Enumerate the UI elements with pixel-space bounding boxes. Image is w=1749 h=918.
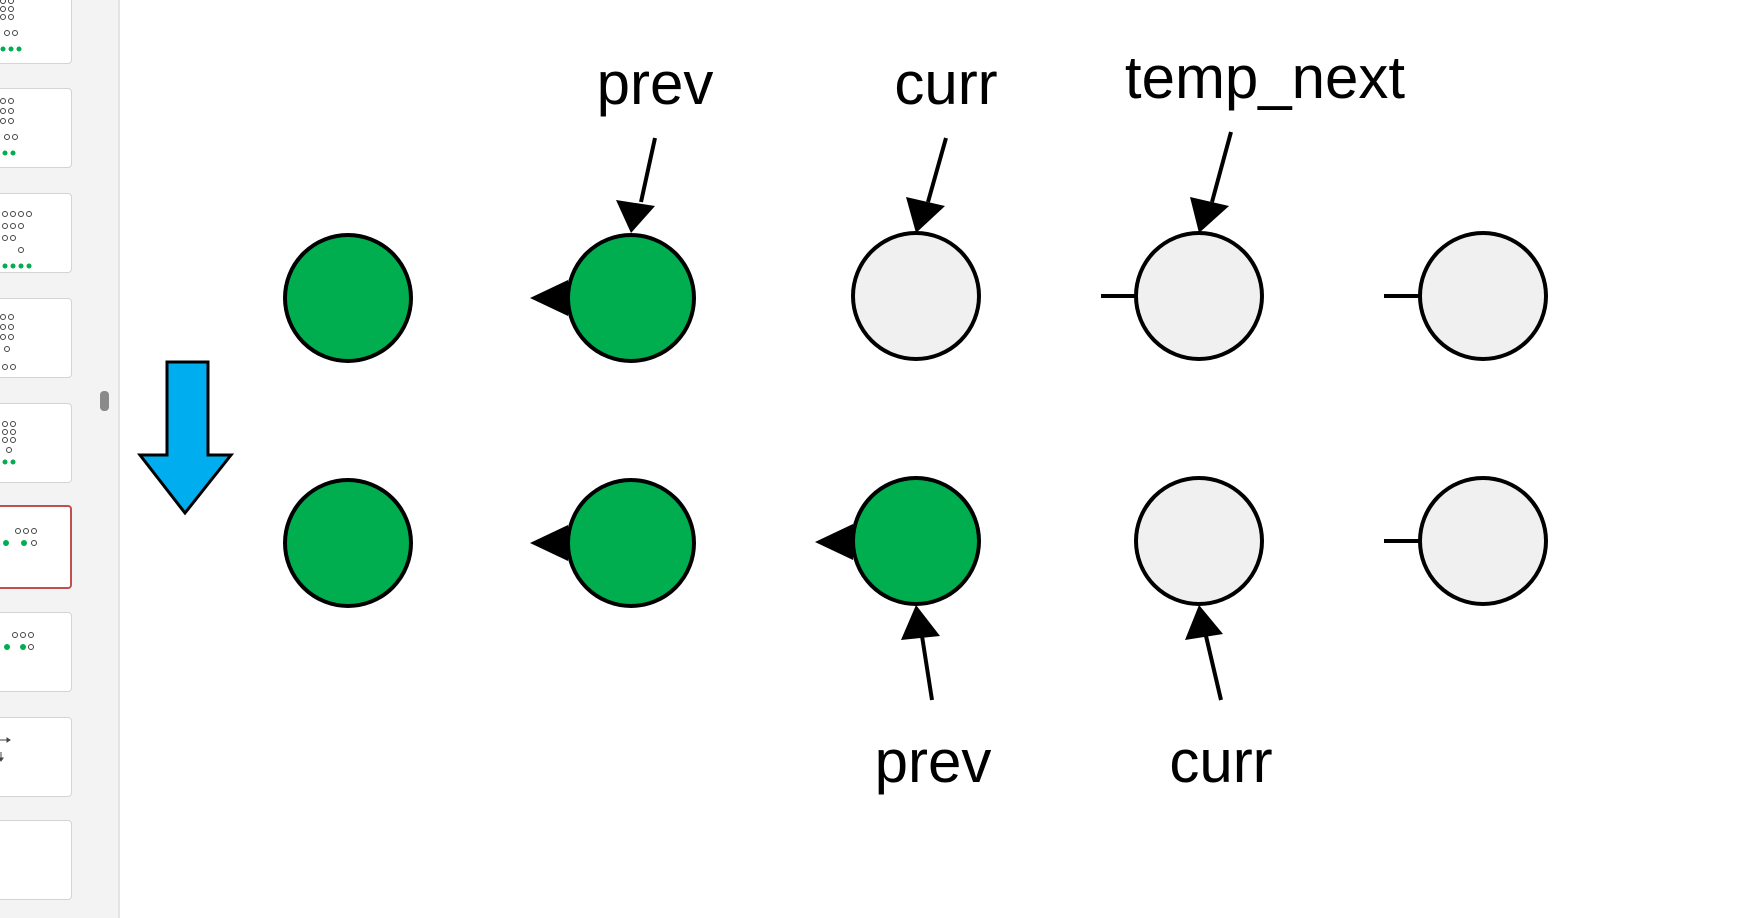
- arrowhead: [530, 280, 568, 316]
- arrowhead: [815, 524, 853, 560]
- node-pending: [851, 231, 981, 361]
- top-row-pointers: [616, 131, 1233, 233]
- pointer-arrow-temp-next: [1210, 131, 1233, 203]
- node-reversed: [566, 478, 696, 608]
- slide-thumbnail[interactable]: [0, 820, 72, 900]
- thumbnail-scrollbar-thumb[interactable]: [100, 391, 109, 411]
- node-reversed: [566, 233, 696, 363]
- bottom-row-pointers: [901, 605, 1223, 701]
- slide-thumbnail-preview: [4, 632, 34, 650]
- node-pending: [1418, 476, 1548, 606]
- slide-thumbnail-preview: [0, 0, 22, 52]
- node-reversed: [283, 478, 413, 608]
- slide-thumbnail-preview: [0, 98, 18, 156]
- panel-divider[interactable]: [118, 0, 120, 918]
- slide-thumbnail[interactable]: [0, 298, 72, 378]
- node-reversed: [283, 233, 413, 363]
- slide-thumbnail[interactable]: [0, 612, 72, 692]
- label-prev-top: prev: [597, 50, 714, 117]
- slide-thumbnail[interactable]: [0, 0, 72, 64]
- slide-thumbnail[interactable]: [0, 193, 72, 273]
- node-pending: [1134, 476, 1264, 606]
- pointer-arrow-prev: [639, 137, 657, 203]
- top-row-nodes: [283, 231, 1548, 363]
- arrowhead: [530, 525, 568, 561]
- slide-thumbnail[interactable]: [0, 717, 72, 797]
- slide-thumbnail-active[interactable]: [0, 505, 72, 589]
- slide-thumbnail-preview: [3, 528, 37, 546]
- slide-thumbnail-panel: [0, 0, 118, 918]
- arrowhead: [906, 197, 945, 233]
- label-curr-bottom: curr: [1169, 728, 1272, 795]
- slide-canvas: prev curr temp_next pre: [120, 0, 1749, 918]
- arrowhead: [1190, 197, 1229, 233]
- bottom-row-nodes: [283, 476, 1548, 608]
- arrowhead: [1185, 605, 1223, 640]
- linked-list-diagram: prev curr temp_next pre: [136, 44, 1548, 795]
- node-reversed: [851, 476, 981, 606]
- node-pending: [1134, 231, 1264, 361]
- label-temp-next-top: temp_next: [1125, 44, 1405, 111]
- arrowhead: [616, 200, 655, 233]
- slide-thumbnail-preview: [2, 211, 32, 269]
- slide-thumbnail-preview: [0, 737, 11, 762]
- arrowhead: [901, 605, 940, 640]
- slide-thumbnail[interactable]: [0, 403, 72, 483]
- pointer-arrow-curr: [926, 137, 948, 203]
- pointer-arrow-prev: [920, 635, 934, 701]
- slide-thumbnail-preview: [2, 421, 16, 465]
- slide-thumbnail[interactable]: [0, 88, 72, 168]
- node-pending: [1418, 231, 1548, 361]
- label-prev-bottom: prev: [875, 728, 992, 795]
- slide-thumbnail-preview: [0, 314, 16, 370]
- label-curr-top: curr: [894, 50, 997, 117]
- pointer-arrow-curr: [1204, 635, 1223, 701]
- step-down-arrow: [136, 360, 235, 516]
